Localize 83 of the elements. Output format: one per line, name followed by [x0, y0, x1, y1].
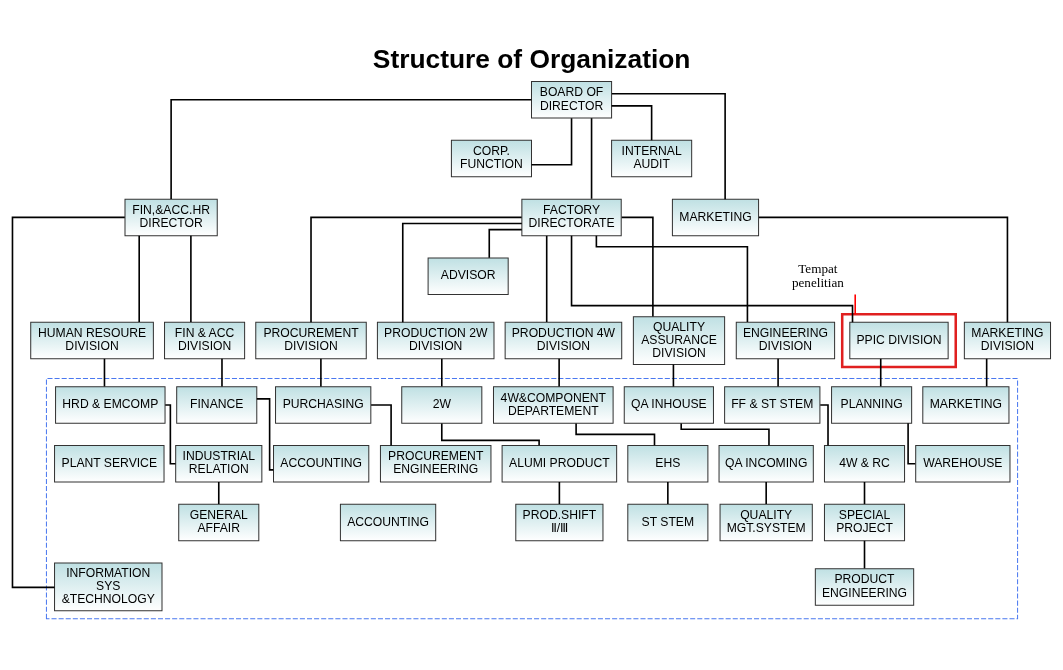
connector	[221, 357, 223, 387]
node-box: INDUSTRIAL RELATION	[175, 444, 263, 482]
node-box: PRODUCT ENGINEERING	[814, 567, 915, 606]
connector	[610, 104, 653, 141]
connector	[401, 222, 523, 323]
connector	[863, 480, 866, 505]
node-box: QA INHOUSE	[623, 385, 714, 424]
node-box: PRODUCTION 2W DIVISION	[376, 321, 495, 359]
node-box: PPIC DIVISION	[849, 321, 949, 359]
connector	[758, 216, 1009, 323]
connector	[370, 403, 392, 446]
node-box: HUMAN RESOURE DIVISION	[30, 321, 154, 359]
node-box: FACTORY DIRECTORATE	[521, 198, 622, 236]
node-box: MARKETING	[671, 198, 760, 236]
connector	[879, 357, 882, 387]
connector	[530, 116, 573, 165]
node-box: BOARD OF DIRECTOR	[531, 80, 613, 119]
node-box: FIN,&ACC.HR DIRECTOR	[124, 198, 218, 236]
connector	[777, 357, 779, 387]
connector	[819, 403, 829, 446]
node-box: PRODUCTION 4W DIVISION	[504, 321, 623, 359]
node-box: EHS	[627, 444, 709, 482]
node-box: FIN & ACC DIVISION	[164, 321, 246, 359]
node-box: INTERNAL AUDIT	[611, 139, 693, 177]
connector	[310, 216, 523, 323]
connector	[441, 357, 443, 387]
node-box: INFORMATION SYS &TECHNOLOGY	[54, 562, 163, 611]
connector	[545, 234, 548, 323]
node-box: MARKETING	[922, 385, 1010, 424]
connector	[907, 421, 917, 465]
node-box: 4W & RC	[823, 444, 906, 482]
connector	[620, 216, 654, 317]
connector	[138, 234, 140, 323]
cluster	[45, 377, 1019, 619]
connector	[103, 357, 106, 387]
node-box: CORP. FUNCTION	[450, 139, 532, 177]
connector	[595, 234, 749, 323]
connector	[854, 293, 856, 315]
node-box: SPECIAL PROJECT	[823, 503, 906, 541]
connector	[558, 357, 560, 387]
connector	[672, 363, 675, 387]
node-box: ALUMI PRODUCT	[501, 444, 618, 482]
connector	[320, 357, 322, 387]
node-box: ACCOUNTING	[339, 503, 437, 541]
connector	[217, 480, 220, 505]
node-box: QUALITY MGT.SYSTEM	[719, 503, 813, 541]
connector	[765, 480, 767, 505]
node-box: QUALITY ASSURANCE DIVISION	[632, 315, 726, 365]
connector	[164, 403, 177, 465]
node-box: FINANCE	[176, 385, 258, 424]
connector	[590, 116, 593, 200]
connector	[441, 422, 540, 446]
connector	[667, 480, 669, 505]
connector	[863, 539, 866, 569]
connector	[680, 422, 770, 446]
node-box: PROCUREMENT ENGINEERING	[379, 444, 492, 482]
node-box: ADVISOR	[427, 256, 509, 295]
cluster	[840, 312, 957, 368]
node-box: GENERAL AFFAIR	[178, 503, 260, 541]
node-box: PLANT SERVICE	[54, 444, 165, 482]
connector	[11, 216, 126, 588]
node-box: ST STEM	[627, 503, 709, 541]
connector	[558, 480, 561, 505]
node-box: MARKETING DIVISION	[963, 321, 1052, 359]
node-box: HRD & EMCOMP	[55, 385, 166, 424]
node-box: 4W&COMPONENT DEPARTEMENT	[493, 385, 614, 424]
node-box: QA INCOMING	[718, 444, 814, 482]
node-box: PURCHASING	[275, 385, 372, 424]
node-box: ENGINEERING DIVISION	[735, 321, 836, 359]
connector	[570, 234, 854, 323]
node-box: PROCUREMENT DIVISION	[255, 321, 367, 359]
node-text: Tempat penelitian	[791, 260, 844, 290]
node-box: 2W	[401, 385, 483, 424]
connector	[575, 422, 656, 446]
node-box: PROD.SHIFT Ⅱ/Ⅲ	[515, 503, 604, 541]
connector	[985, 357, 988, 387]
connector	[190, 234, 192, 323]
node-box: WAREHOUSE	[915, 444, 1011, 482]
diagram-title: Structure of Organization	[372, 43, 691, 74]
node-box: ACCOUNTING	[273, 444, 370, 482]
node-box: PLANNING	[831, 385, 913, 424]
node-box: FF & ST STEM	[724, 385, 821, 424]
connector	[488, 228, 523, 259]
